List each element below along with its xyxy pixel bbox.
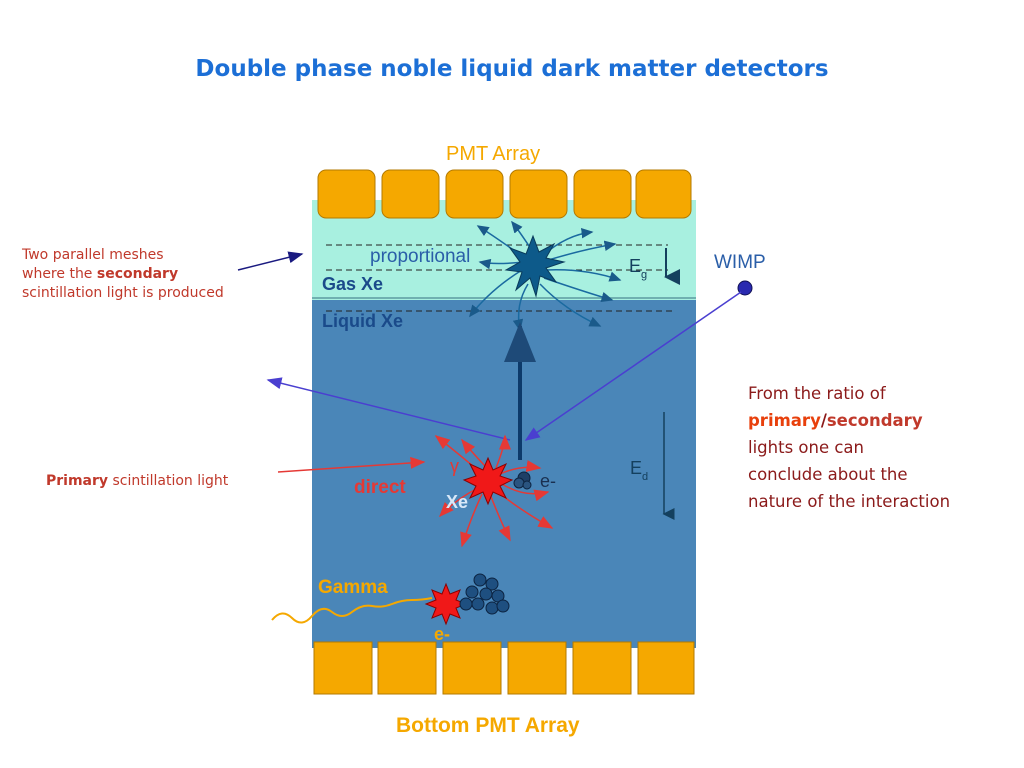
- pmt-tube: [317, 169, 376, 219]
- liquid-xe-label: Liquid Xe: [322, 311, 403, 331]
- gas-xe-label: Gas Xe: [322, 274, 383, 294]
- pmt-tube: [637, 641, 695, 695]
- primary-pointer-arrow: [277, 456, 426, 473]
- direct-label: direct: [354, 477, 406, 498]
- gamma-interaction: [271, 573, 510, 626]
- pmt-tube: [442, 641, 502, 695]
- pmt-tube: [445, 169, 504, 219]
- primary-annotation: Primary scintillation light: [46, 472, 228, 491]
- xe-label: Xe: [446, 492, 468, 512]
- meshes-annotation-line: where the secondary: [22, 266, 179, 282]
- primary-annotation-bold: Primary: [46, 473, 109, 489]
- ratio-annotation-line: conclude about the: [748, 465, 908, 484]
- gamma-label: Gamma: [318, 577, 388, 598]
- pmt-tube: [381, 169, 440, 219]
- primary-annotation-rest: scintillation light: [108, 473, 229, 489]
- scattered-wimp-track: [266, 377, 511, 441]
- ratio-annotation-line: From the ratio of: [748, 384, 886, 403]
- top-pmt-array: [317, 169, 692, 219]
- primary-flash-star: [462, 456, 514, 506]
- ratio-annotation-line: lights one can: [748, 438, 864, 457]
- ed-label: Ed: [630, 458, 648, 483]
- wimp-particle: [737, 280, 753, 296]
- recoil-xe-atom: [522, 480, 532, 490]
- ratio-annotation: From the ratio of primary/secondary ligh…: [748, 380, 950, 515]
- pmt-tube: [573, 169, 632, 219]
- pmt-tube: [377, 641, 437, 695]
- gamma-flash-star: [424, 582, 468, 626]
- page-title: Double phase noble liquid dark matter de…: [195, 56, 829, 82]
- secondary-flash: [469, 220, 622, 332]
- pmt-array-label: PMT Array: [446, 143, 540, 165]
- ratio-annotation-line: nature of the interaction: [748, 492, 951, 511]
- bottom-pmt-array: [313, 641, 695, 695]
- secondary-flash-star: [504, 234, 566, 298]
- pmt-tube: [507, 641, 567, 695]
- ratio-annotation-line: primary/secondary: [748, 411, 923, 430]
- eg-label: Eg: [629, 256, 647, 281]
- pmt-tube: [313, 641, 373, 695]
- gamma-symbol-label: γ: [450, 456, 459, 476]
- bottom-pmt-array-label: Bottom PMT Array: [396, 714, 580, 737]
- wimp-track: [524, 291, 742, 441]
- meshes-annotation: Two parallel meshes where the secondary …: [22, 246, 224, 303]
- meshes-pointer-arrow: [237, 251, 304, 271]
- meshes-annotation-line: scintillation light is produced: [22, 285, 224, 301]
- electron-label-primary: e-: [540, 471, 556, 491]
- gamma-wave: [271, 597, 433, 624]
- wimp-label: WIMP: [714, 252, 766, 273]
- pmt-tube: [509, 169, 568, 219]
- pmt-tube: [572, 641, 632, 695]
- electron-cluster: [459, 573, 510, 615]
- proportional-label: proportional: [370, 246, 470, 267]
- recoil-xe-atom: [513, 477, 525, 489]
- primary-flash: [434, 434, 554, 548]
- pmt-tube: [635, 169, 692, 219]
- electron-label-gamma: e-: [434, 624, 450, 644]
- meshes-annotation-line: Two parallel meshes: [22, 247, 164, 263]
